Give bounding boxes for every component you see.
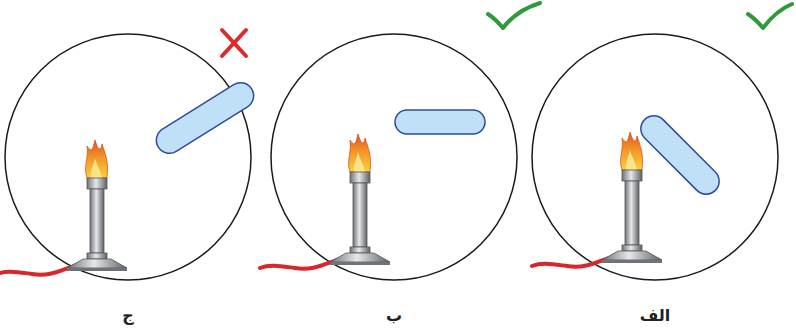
panel-label: الف xyxy=(640,306,671,325)
panel-label: ج xyxy=(122,306,134,325)
panel-label: ب xyxy=(386,306,402,325)
